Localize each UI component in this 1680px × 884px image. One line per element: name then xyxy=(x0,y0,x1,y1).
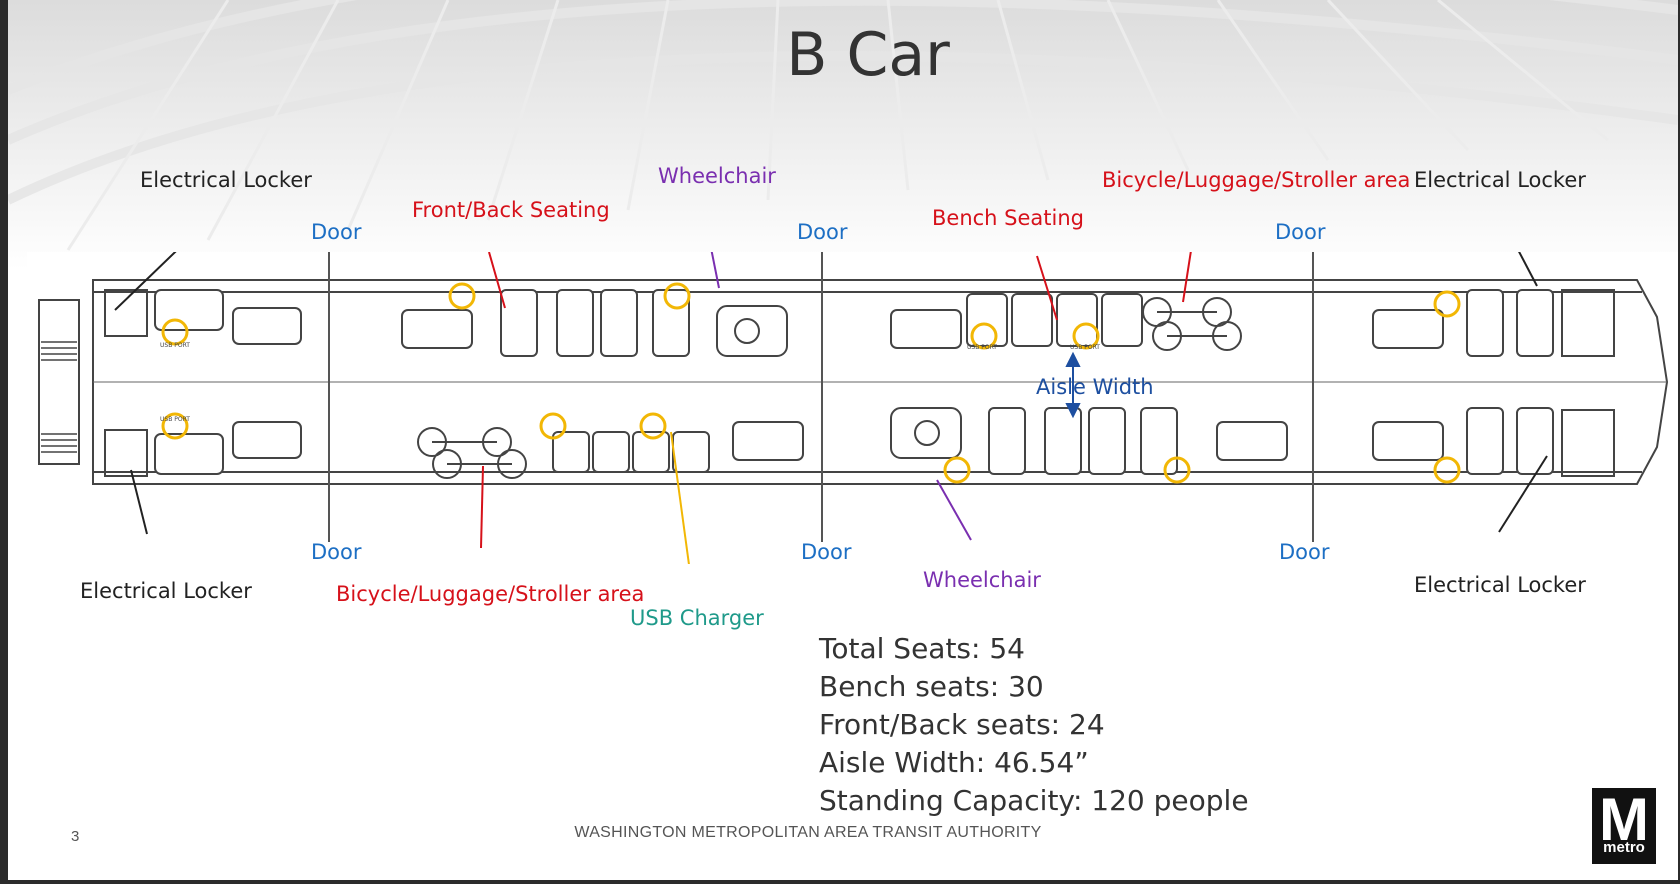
leader-bike-bottom xyxy=(480,465,484,549)
usb-port-circle xyxy=(161,318,189,346)
leader-locker-bl xyxy=(130,469,148,535)
usb-port-tag: USB PORT xyxy=(967,344,997,351)
label-electrical-locker: Electrical Locker xyxy=(140,168,312,192)
usb-port-tag: USB PORT xyxy=(160,342,190,349)
label-front-back-seating: Front/Back Seating xyxy=(412,198,610,222)
stat-total-seats: Total Seats: 54 xyxy=(819,632,1025,665)
label-bicycle-area: Bicycle/Luggage/Stroller area xyxy=(336,582,645,606)
usb-port-circle xyxy=(1072,322,1100,350)
electrical-locker-box-tr xyxy=(1561,289,1615,357)
usb-port-circle xyxy=(943,456,971,484)
usb-port-circle xyxy=(1433,290,1461,318)
label-bench-seating: Bench Seating xyxy=(932,206,1084,230)
usb-port-tag: USB PORT xyxy=(1070,344,1100,351)
wheelchair-space-bottom xyxy=(890,407,962,459)
wheelchair-space-top xyxy=(716,305,788,357)
metro-logo-mark: M xyxy=(1599,786,1649,853)
page-number: 3 xyxy=(71,828,80,845)
leader-usb-charger xyxy=(670,431,690,564)
footer-text: WASHINGTON METROPOLITAN AREA TRANSIT AUT… xyxy=(574,824,1042,841)
metro-logo: M metro xyxy=(1592,786,1656,864)
usb-port-circle xyxy=(539,412,567,440)
label-usb-charger: USB Charger xyxy=(630,606,764,630)
car-body-outline xyxy=(92,279,1669,485)
usb-port-circle xyxy=(639,412,667,440)
leader-bike-top xyxy=(1182,252,1192,303)
bicycle-area-top xyxy=(1142,297,1242,351)
usb-port-tag: USB PORT xyxy=(160,416,190,423)
leader-bench xyxy=(1036,255,1058,321)
leader-front-back xyxy=(488,252,506,309)
stat-aisle-width: Aisle Width: 46.54” xyxy=(819,746,1089,779)
leader-wheelchair-top xyxy=(710,252,720,289)
metro-logo-wordmark: metro xyxy=(1603,839,1645,856)
seats-top-row xyxy=(154,289,1554,357)
stat-standing-capacity: Standing Capacity: 120 people xyxy=(819,784,1249,817)
label-electrical-locker: Electrical Locker xyxy=(1414,573,1586,597)
car-floor-plan: USB PORT USB PORT USB PORT USB PORT xyxy=(27,252,1678,564)
usb-port-circle xyxy=(663,282,691,310)
stat-front-back-seats: Front/Back seats: 24 xyxy=(819,708,1105,741)
electrical-locker-box-tl xyxy=(104,289,148,337)
seat-stats: Total Seats: 54 Bench seats: 30 Front/Ba… xyxy=(819,630,1249,820)
label-door: Door xyxy=(801,540,852,564)
label-door: Door xyxy=(1279,540,1330,564)
leader-wheelchair-bottom xyxy=(936,479,972,541)
aisle-width-arrow xyxy=(1065,351,1081,419)
usb-port-circle xyxy=(448,282,476,310)
bicycle-area-bottom xyxy=(417,427,527,479)
coupler-left xyxy=(38,299,80,465)
station-arch-background xyxy=(8,0,1678,270)
label-bicycle-area: Bicycle/Luggage/Stroller area xyxy=(1102,168,1411,192)
usb-port-circle xyxy=(161,412,189,440)
leader-locker-tl xyxy=(114,252,177,311)
label-aisle-width: Aisle Width xyxy=(1036,375,1154,399)
seats-bottom-row xyxy=(154,407,1554,475)
label-door: Door xyxy=(797,220,848,244)
electrical-locker-box-br xyxy=(1561,409,1615,477)
label-door: Door xyxy=(311,220,362,244)
label-electrical-locker: Electrical Locker xyxy=(80,579,252,603)
label-wheelchair: Wheelchair xyxy=(923,568,1041,592)
electrical-locker-box-bl xyxy=(104,429,148,477)
leader-locker-tr xyxy=(1518,252,1538,287)
slide: B Car xyxy=(8,0,1678,880)
usb-port-circle xyxy=(1433,456,1461,484)
label-wheelchair: Wheelchair xyxy=(658,164,776,188)
label-electrical-locker: Electrical Locker xyxy=(1414,168,1586,192)
usb-port-circle xyxy=(1163,456,1191,484)
label-door: Door xyxy=(311,540,362,564)
label-door: Door xyxy=(1275,220,1326,244)
slide-title: B Car xyxy=(786,20,950,90)
leader-locker-br xyxy=(1498,455,1548,533)
stat-bench-seats: Bench seats: 30 xyxy=(819,670,1044,703)
usb-port-circle xyxy=(970,322,998,350)
